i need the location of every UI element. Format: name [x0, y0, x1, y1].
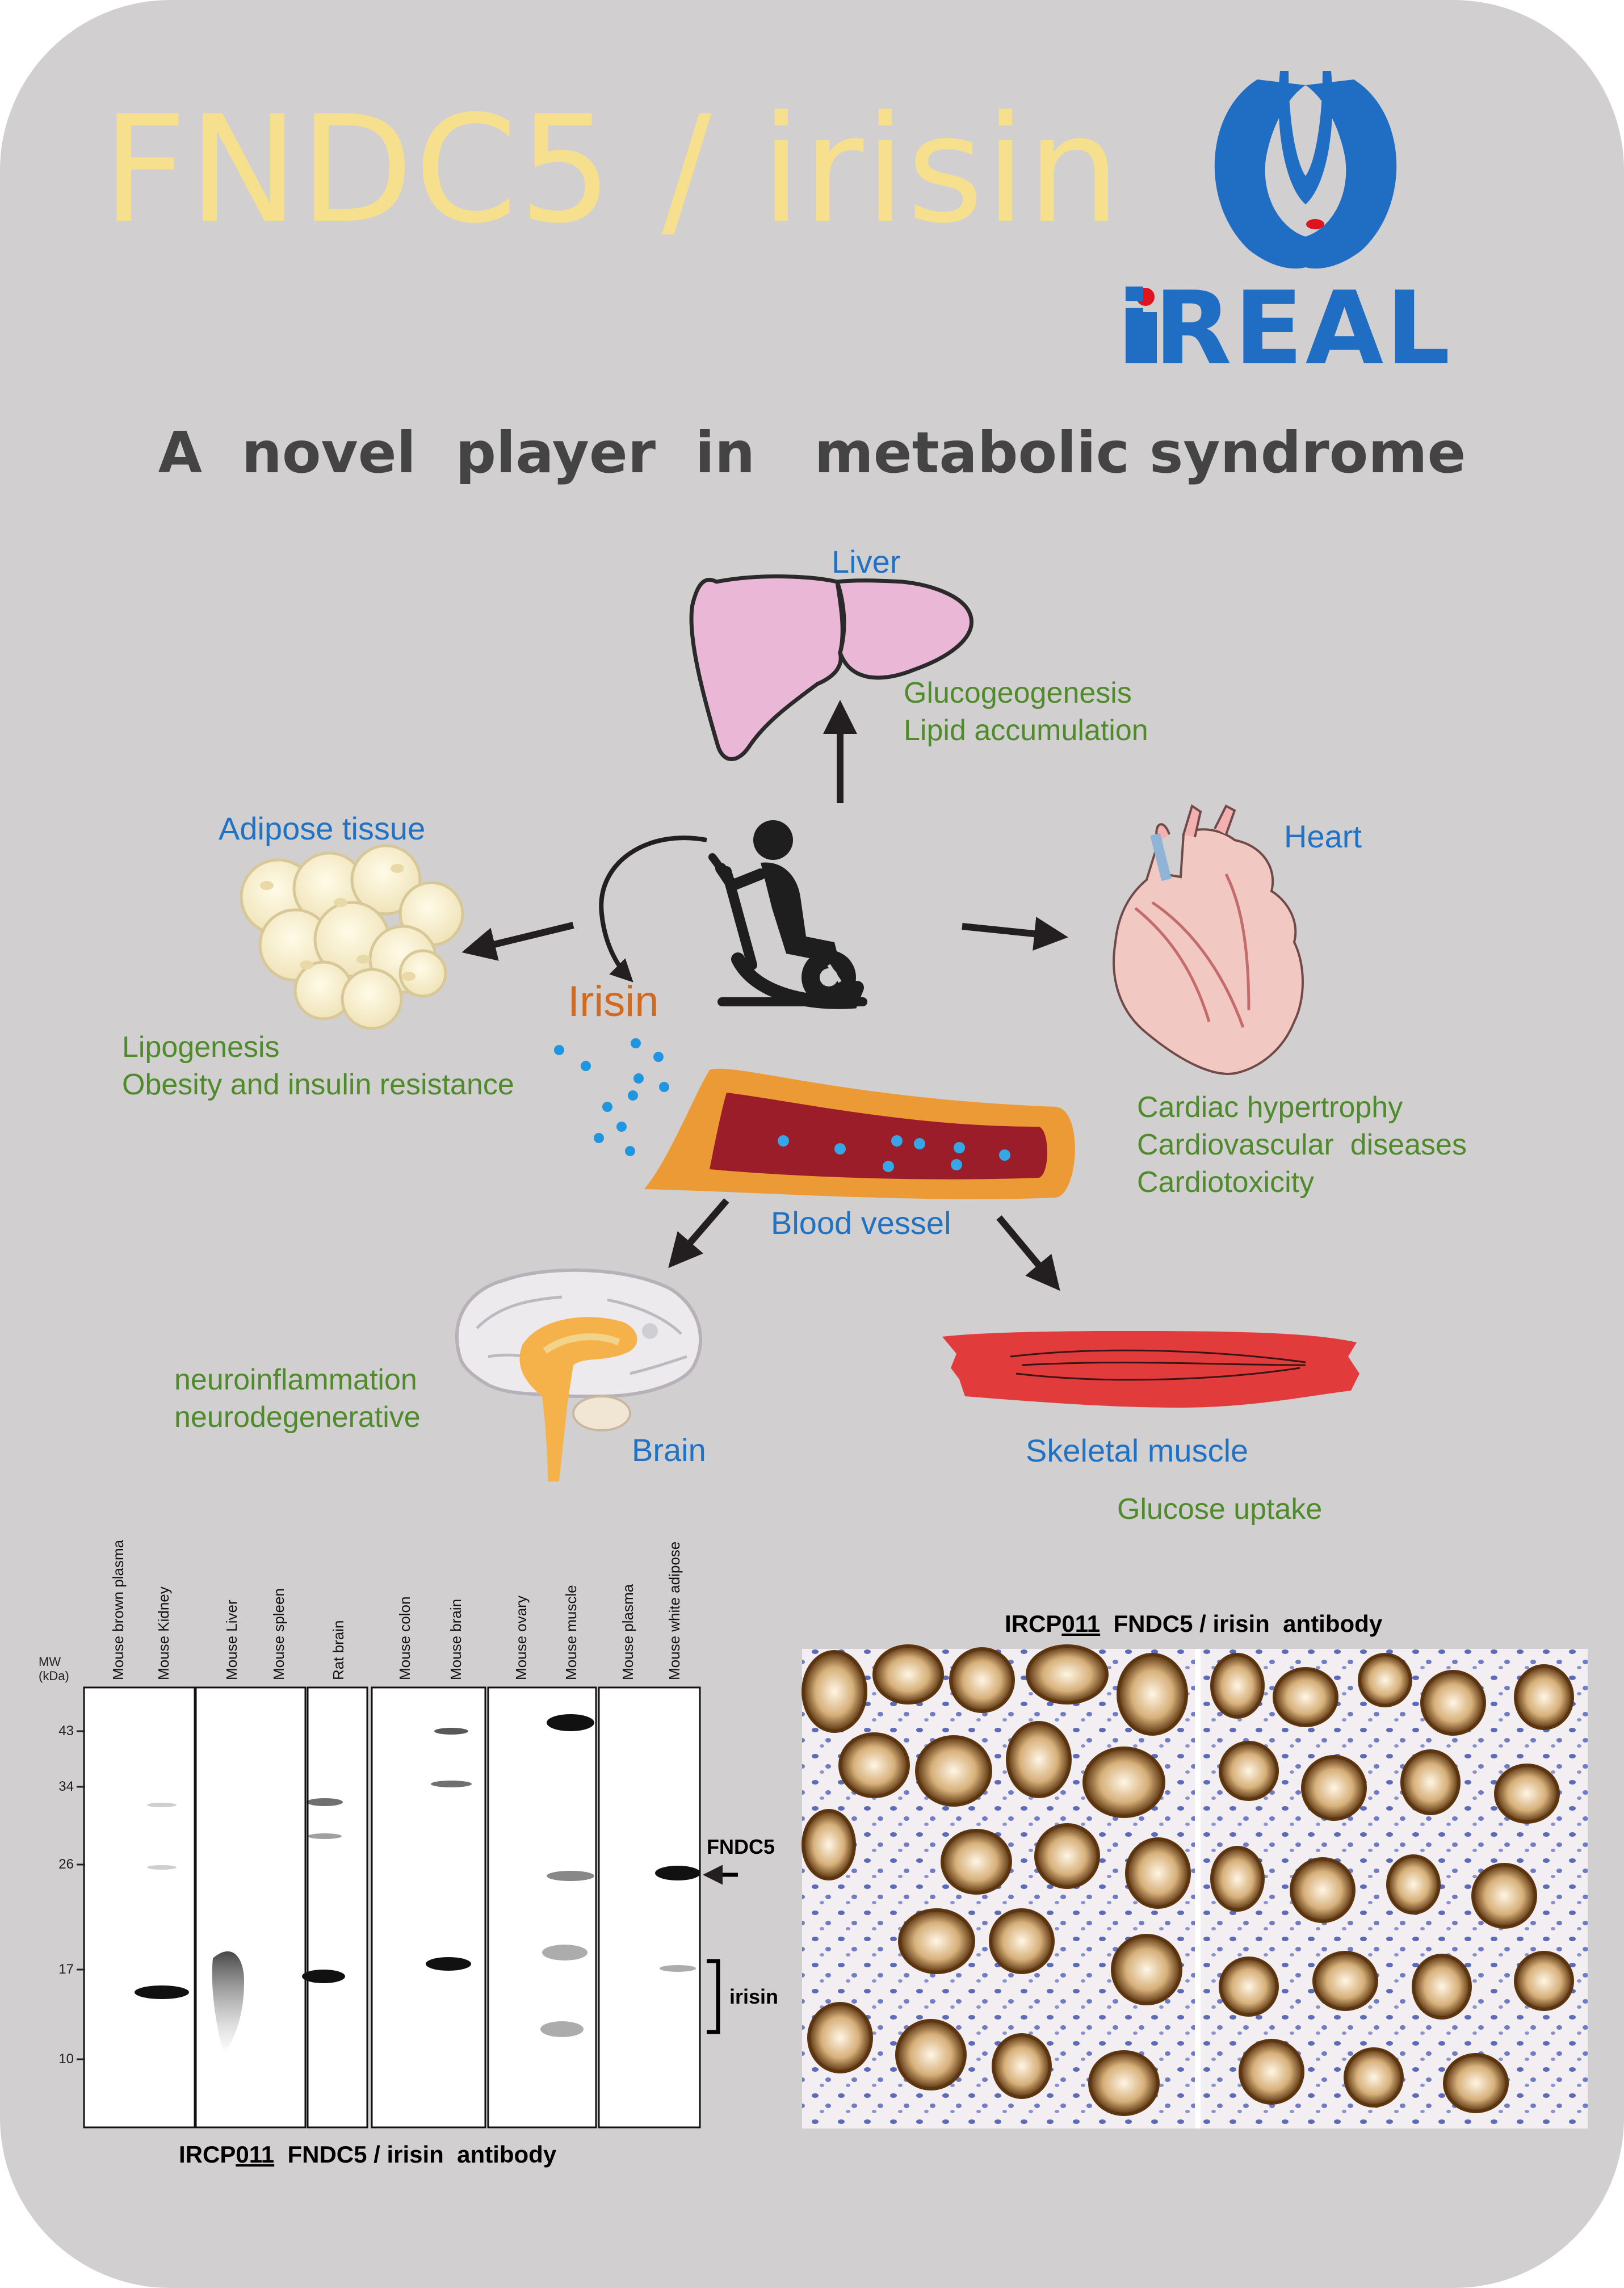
ihc-tubules-left: [801, 1644, 1191, 2116]
lane-label: Mouse colon: [396, 1596, 413, 1680]
ihc-panel: [801, 1644, 1588, 2129]
mw-header-line2: (kDa): [39, 1669, 69, 1684]
irisin-bracket: [707, 1959, 720, 2034]
lane-label: Mouse brown plasma: [110, 1539, 127, 1680]
mw-marker-26: 26: [58, 1857, 74, 1872]
lane-label: Rat brain: [330, 1620, 347, 1681]
adipose-tissue-illustration: [240, 844, 464, 1030]
liver-effect-1: Glucogeogenesis: [904, 677, 1132, 710]
ihc-tubules-right: [1210, 1653, 1574, 2113]
adipose-effect-2: Obesity and insulin resistance: [122, 1068, 514, 1102]
ihc-caption: IRCP011 FNDC5 / irisin antibody: [1005, 1612, 1382, 1636]
heart-label: Heart: [1284, 818, 1362, 854]
irisin-molecules: [554, 1038, 669, 1156]
mw-header: MW (kDa): [39, 1655, 69, 1684]
arrow-to-heart: [962, 917, 1068, 951]
band-mouse-brain-irisin: [426, 1957, 471, 1971]
band-adipose-fndc5: [655, 1866, 700, 1880]
lane-label: Mouse Liver: [223, 1599, 240, 1680]
irisin-label: Irisin: [568, 977, 659, 1026]
blood-vessel-illustration: [644, 1068, 1075, 1199]
adipose-effect-1: Lipogenesis: [122, 1031, 280, 1064]
liver-effect-2: Lipid accumulation: [904, 714, 1148, 748]
mw-header-line1: MW: [39, 1655, 61, 1669]
exercise-bike-icon: [708, 820, 867, 1009]
caption-rest: FNDC5 / irisin antibody: [1100, 1610, 1383, 1637]
lane-label: Mouse brain: [447, 1598, 464, 1680]
blot-panel-1: [83, 1686, 196, 2129]
lane-label: Mouse white adipose: [666, 1541, 683, 1680]
band-muscle-fndc5-high: [547, 1714, 594, 1731]
brain-effect-1: neuroinflammation: [174, 1363, 417, 1396]
brain-effects: neuroinflammation neurodegenerative: [174, 1361, 421, 1436]
mw-marker-10: 10: [58, 2051, 74, 2067]
arrow-to-muscle: [996, 1215, 1060, 1291]
western-blot-caption: IRCP011 FNDC5 / irisin antibody: [179, 2143, 556, 2167]
ireal-wordmark-text: iREAL: [1117, 270, 1453, 387]
blot-panel-3: [307, 1686, 368, 2129]
heart-illustration: [1113, 804, 1304, 1075]
caption-prefix: IRCP: [179, 2141, 236, 2168]
caption-number: 011: [1061, 1610, 1101, 1637]
brain-label: Brain: [632, 1432, 706, 1468]
blot-panel-4: [371, 1686, 486, 2129]
liver-illustration: [689, 574, 973, 761]
ireal-dot: [1136, 288, 1155, 306]
blot-panel-6: [598, 1686, 701, 2129]
brain-illustration: [455, 1268, 702, 1481]
lane-label: Mouse muscle: [563, 1585, 580, 1680]
lane-label: Mouse Kidney: [155, 1586, 172, 1680]
irisin-band-label: irisin: [729, 1985, 779, 2008]
brain-effect-2: neurodegenerative: [174, 1401, 421, 1434]
lane-label: Mouse ovary: [513, 1596, 530, 1680]
lane-label: Mouse plasma: [619, 1584, 636, 1680]
adipose-label: Adipose tissue: [219, 811, 426, 846]
exercise-to-irisin-arrow: [599, 836, 707, 983]
heart-effect-1: Cardiac hypertrophy: [1137, 1091, 1403, 1124]
blot-panel-5: [487, 1686, 597, 2129]
mw-marker-34: 34: [58, 1779, 74, 1794]
fndc5-band-label: FNDC5: [707, 1835, 775, 1858]
poster-title: FNDC5 / irisin: [102, 85, 1122, 256]
western-blot-panel: [77, 1686, 738, 2129]
band-kidney-irisin: [135, 1985, 189, 1999]
muscle-effect-1: Glucose uptake: [1117, 1493, 1323, 1526]
muscle-label: Skeletal muscle: [1026, 1433, 1249, 1468]
adipose-effects: Lipogenesis Obesity and insulin resistan…: [122, 1028, 514, 1103]
blot-panel-2: [195, 1686, 307, 2129]
heart-effect-3: Cardiotoxicity: [1137, 1166, 1315, 1199]
mw-marker-43: 43: [58, 1723, 74, 1739]
rabbit-logo-icon: [1214, 71, 1397, 269]
liver-label: Liver: [832, 544, 901, 580]
heart-effect-2: Cardiovascular diseases: [1137, 1128, 1467, 1162]
poster-subtitle: A novel player in metabolic syndrome: [158, 419, 1466, 486]
band-rat-brain-irisin: [302, 1970, 345, 1983]
muscle-effects: Glucose uptake: [1117, 1491, 1322, 1528]
band-liver-smear: [212, 1951, 244, 2055]
mw-marker-17: 17: [58, 1962, 74, 1977]
caption-number: 011: [236, 2141, 275, 2168]
ireal-wordmark: [1135, 288, 1157, 363]
lane-label: Mouse spleen: [270, 1588, 287, 1680]
skeletal-muscle-illustration: [942, 1331, 1359, 1408]
blood-vessel-label: Blood vessel: [771, 1205, 951, 1241]
arrow-to-adipose: [461, 922, 574, 961]
liver-effects: Glucogeogenesis Lipid accumulation: [904, 674, 1148, 749]
heart-effects: Cardiac hypertrophy Cardiovascular disea…: [1137, 1089, 1467, 1201]
arrow-to-brain: [668, 1198, 729, 1269]
caption-rest: FNDC5 / irisin antibody: [274, 2141, 557, 2168]
caption-prefix: IRCP: [1005, 1610, 1062, 1637]
